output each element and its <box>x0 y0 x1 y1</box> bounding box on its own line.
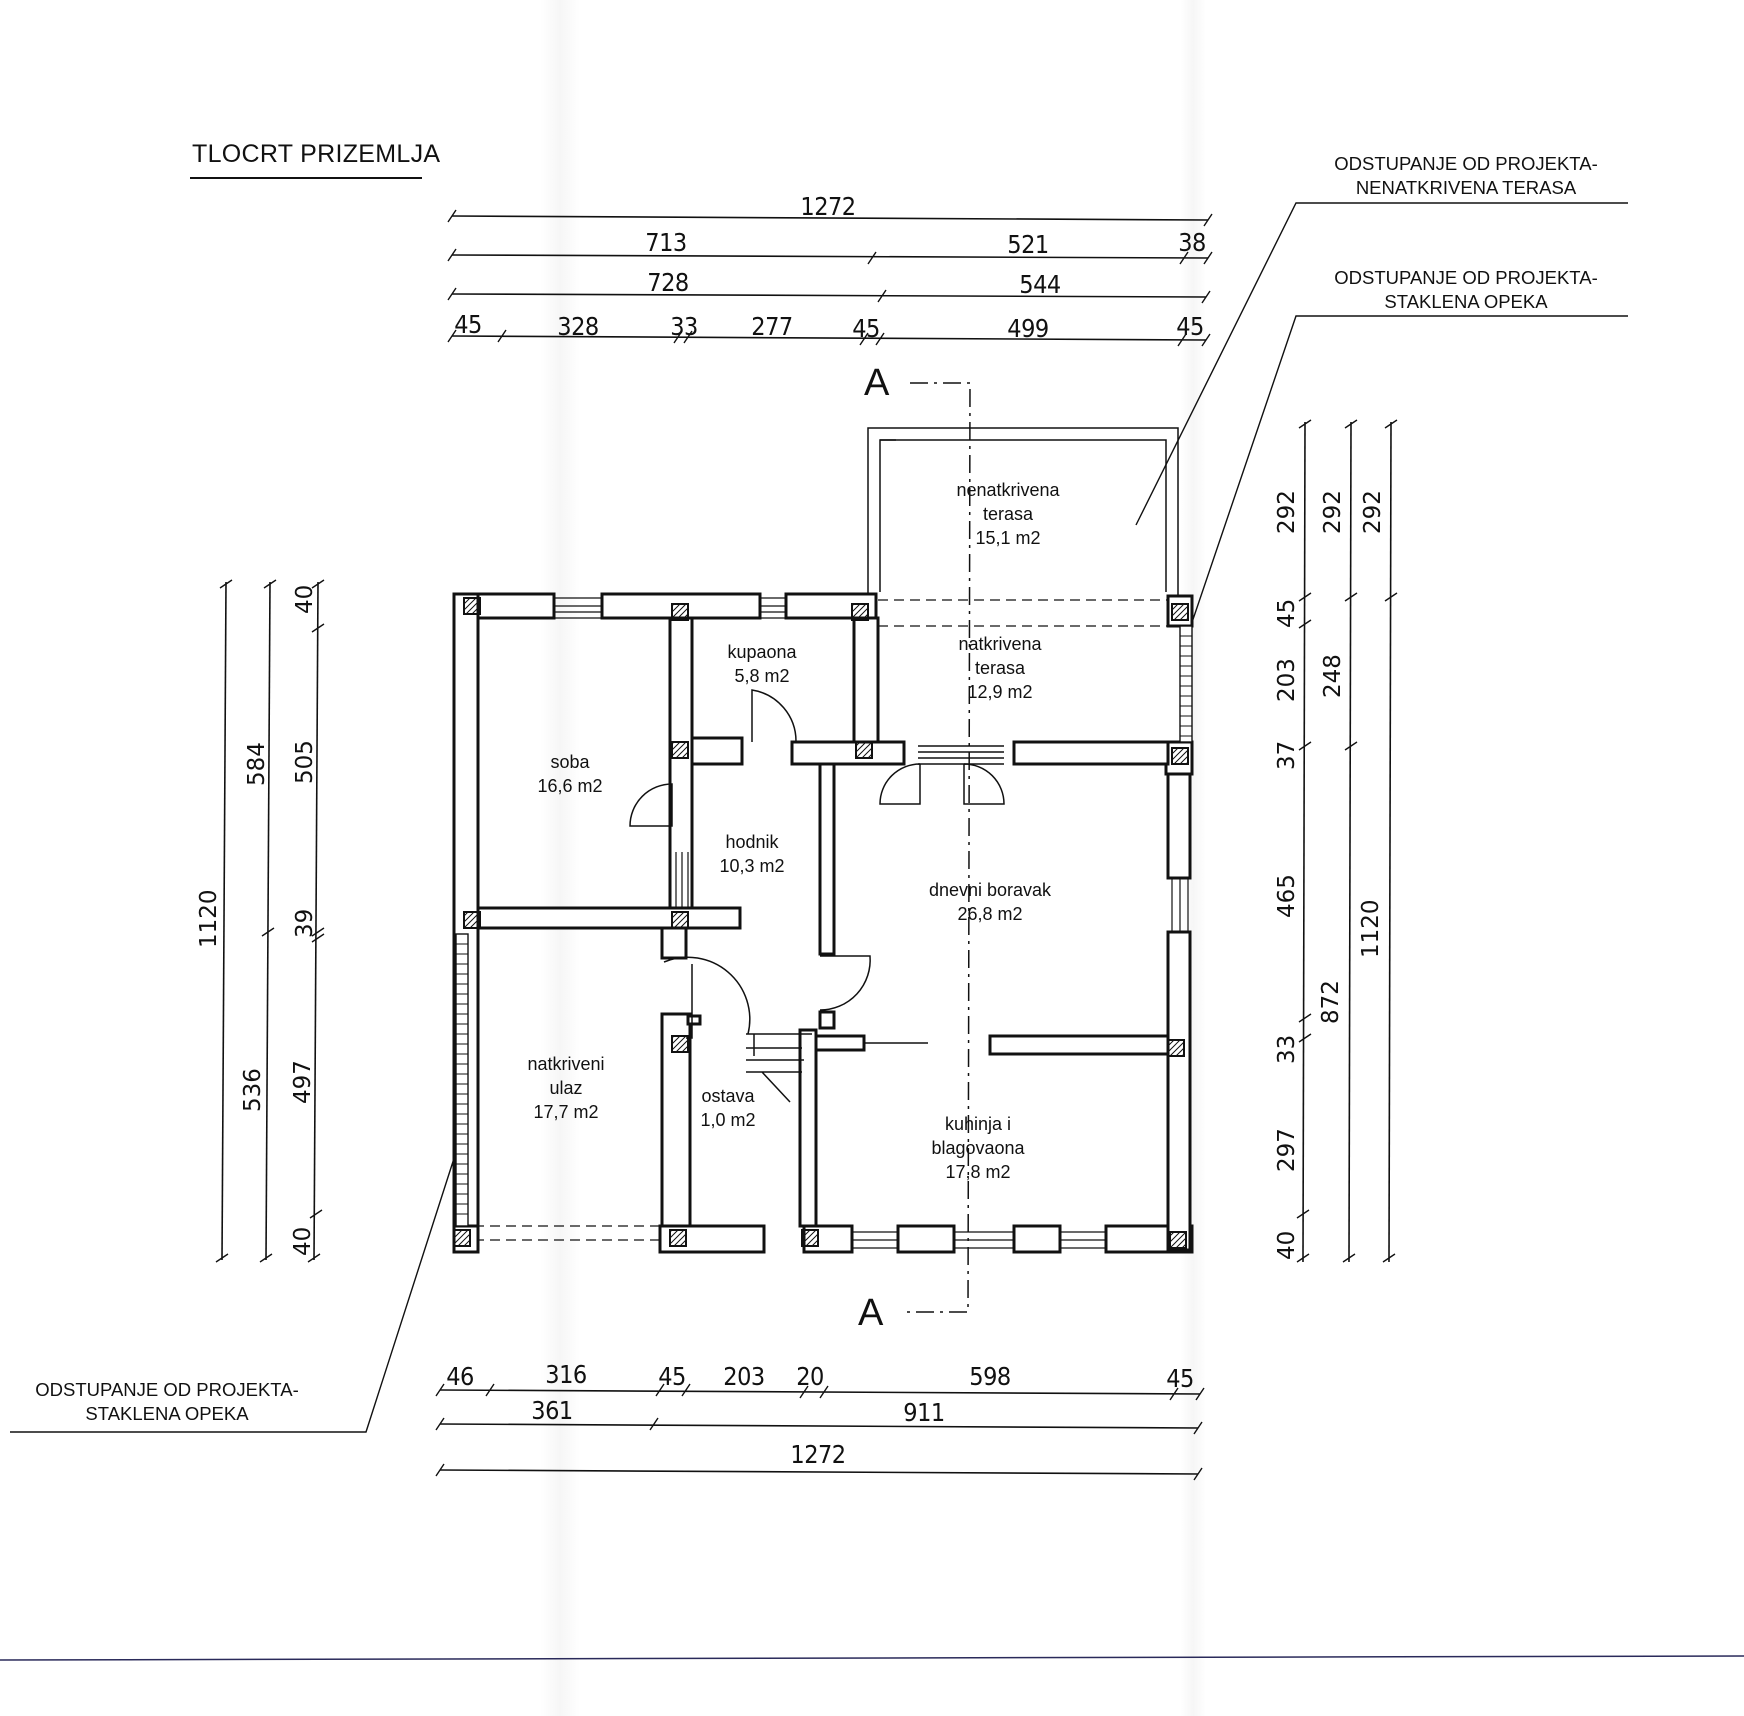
dim-top-r3: 544 <box>1019 270 1061 299</box>
windows <box>554 597 1189 1249</box>
glass-block-joints <box>456 635 1192 1215</box>
dim-top-r4: 499 <box>1007 314 1049 343</box>
dim-bottom-r1: 598 <box>969 1362 1011 1391</box>
dim-right-c1: 203 <box>1274 658 1300 702</box>
dim-top-r4: 33 <box>670 312 698 341</box>
leader-lines <box>10 202 1628 1433</box>
dim-left-c2: 536 <box>240 1068 266 1112</box>
columns <box>453 597 1189 1249</box>
dim-left-c3: 497 <box>290 1060 316 1104</box>
dim-left-c3: 505 <box>292 740 318 784</box>
dim-top-r2: 521 <box>1007 230 1049 259</box>
dim-bottom-r1: 316 <box>545 1360 587 1389</box>
dim-top-r4: 45 <box>1176 312 1204 341</box>
dim-right-c2: 248 <box>1320 654 1346 698</box>
dimension-lines <box>221 215 1392 1475</box>
doors <box>629 689 1005 1103</box>
dim-left-c3: 39 <box>292 908 318 938</box>
section-label-bottom: A <box>858 1292 884 1334</box>
dim-top-r2: 38 <box>1178 228 1206 257</box>
dim-right-c3: 292 <box>1360 490 1386 534</box>
dim-bottom-total: 1272 <box>790 1440 846 1469</box>
dim-top-r4: 277 <box>751 312 793 341</box>
dim-right-c3: 1120 <box>1358 899 1384 958</box>
dim-top-r4: 45 <box>852 314 880 343</box>
dim-bottom-r1: 20 <box>796 1362 824 1391</box>
section-label-top: A <box>864 362 890 404</box>
title-underline <box>190 177 422 179</box>
dim-bottom-r1: 46 <box>446 1362 474 1391</box>
dim-bottom-r1: 203 <box>723 1362 765 1391</box>
dim-top-total: 1272 <box>800 192 856 221</box>
dim-right-c2: 872 <box>1318 980 1344 1024</box>
dim-right-c1: 33 <box>1274 1034 1300 1064</box>
dimension-ticks <box>215 209 1398 1481</box>
terrace-dashed <box>474 599 1172 1241</box>
paper-crease-left <box>540 0 580 1716</box>
note-staklena-opeka-left: ODSTUPANJE OD PROJEKTA-STAKLENA OPEKA <box>35 1379 299 1424</box>
dim-left-total: 1120 <box>196 889 222 948</box>
dim-right-c1: 292 <box>1274 490 1300 534</box>
dim-right-c1: 45 <box>1274 598 1300 628</box>
dim-top-r3: 728 <box>647 268 689 297</box>
dim-top-r4: 45 <box>454 310 482 339</box>
dim-bottom-r1: 45 <box>658 1362 686 1391</box>
dim-right-c1: 40 <box>1274 1230 1300 1260</box>
dim-right-c1: 465 <box>1274 874 1300 918</box>
dim-right-c1: 297 <box>1274 1128 1300 1172</box>
drawing-title: TLOCRT PRIZEMLJA <box>192 140 441 168</box>
dim-right-c1: 37 <box>1274 740 1300 770</box>
note-nenatkrivena-terasa: ODSTUPANJE OD PROJEKTA-NENATKRIVENA TERA… <box>1334 153 1598 198</box>
dim-bottom-r2: 911 <box>903 1398 945 1427</box>
dim-bottom-r1: 45 <box>1166 1364 1194 1393</box>
sheet-border-line <box>0 1655 1744 1661</box>
dim-left-c2: 584 <box>244 742 270 786</box>
note-staklena-opeka-right: ODSTUPANJE OD PROJEKTA-STAKLENA OPEKA <box>1334 267 1598 312</box>
dim-left-c3: 40 <box>290 1226 316 1256</box>
walls <box>452 592 1194 1254</box>
terrace-outline <box>867 427 1179 598</box>
dim-top-r4: 328 <box>557 312 599 341</box>
glass-block-strips <box>455 625 1193 1227</box>
dim-right-c2: 292 <box>1320 490 1346 534</box>
dim-bottom-r2: 361 <box>531 1396 573 1425</box>
dim-top-r2: 713 <box>645 228 687 257</box>
dim-left-c3: 40 <box>292 584 318 614</box>
